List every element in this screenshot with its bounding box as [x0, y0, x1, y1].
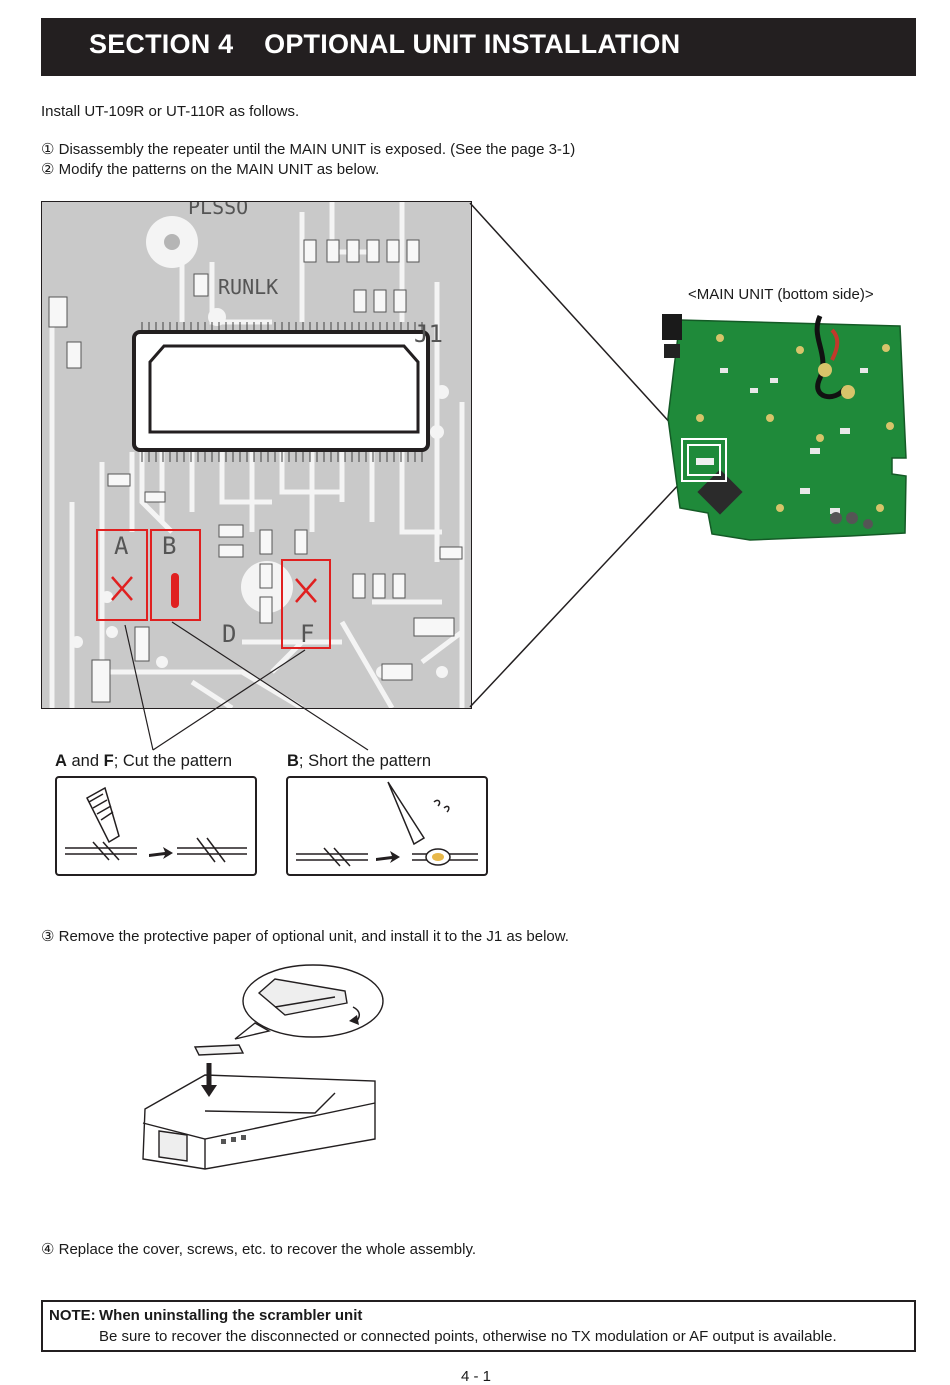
main-unit-label: <MAIN UNIT (bottom side)>: [688, 286, 874, 303]
short-caption: B; Short the pattern: [287, 752, 431, 771]
cut-caption-and: and: [66, 752, 104, 770]
marker-f-box: [281, 559, 331, 649]
silk-runlk: RUNLK: [218, 275, 278, 299]
step-2: ② Modify the patterns on the MAIN UNIT a…: [41, 161, 380, 178]
note-body: Be sure to recover the disconnected or c…: [99, 1328, 837, 1345]
marker-a-box: [96, 529, 148, 621]
page-number: 4 - 1: [461, 1368, 492, 1385]
step-4: ④ Replace the cover, screws, etc. to rec…: [41, 1241, 477, 1258]
short-caption-b: B: [287, 752, 299, 770]
silk-plsso: PLSSO: [188, 202, 248, 219]
step-3: ③ Remove the protective paper of optiona…: [41, 928, 569, 945]
section-header: SECTION 4 OPTIONAL UNIT INSTALLATION: [41, 18, 916, 76]
silk-d: D: [222, 620, 236, 648]
note-heading: When uninstalling the scrambler unit: [99, 1307, 363, 1324]
cut-caption: A and F; Cut the pattern: [55, 752, 232, 771]
note-box: NOTE: When uninstalling the scrambler un…: [41, 1300, 916, 1352]
silk-a: A: [114, 532, 129, 560]
section-title: SECTION 4 OPTIONAL UNIT INSTALLATION: [89, 29, 681, 59]
silk-f: F: [300, 620, 314, 648]
step-1: ① Disassembly the repeater until the MAI…: [41, 141, 576, 158]
intro-text: Install UT-109R or UT-110R as follows.: [41, 103, 300, 120]
main-unit-board-image: [660, 308, 910, 548]
short-pattern-illustration: [286, 776, 488, 876]
cut-caption-f: F: [103, 752, 114, 770]
marker-b-box: [150, 529, 201, 621]
note-label: NOTE:: [49, 1307, 96, 1324]
cut-pattern-illustration: [55, 776, 257, 876]
cut-caption-a: A: [55, 752, 67, 770]
install-illustration: [135, 963, 385, 1175]
silk-j1: J1: [414, 320, 443, 348]
cut-mark-f: [295, 578, 317, 603]
silk-b: B: [162, 532, 176, 560]
short-caption-rest: ; Short the pattern: [298, 752, 432, 770]
cut-caption-rest: ; Cut the pattern: [113, 752, 233, 770]
cut-mark-a: [111, 576, 133, 601]
pcb-closeup-image: PLSSO RUNLK J1 A B D F: [41, 201, 472, 709]
